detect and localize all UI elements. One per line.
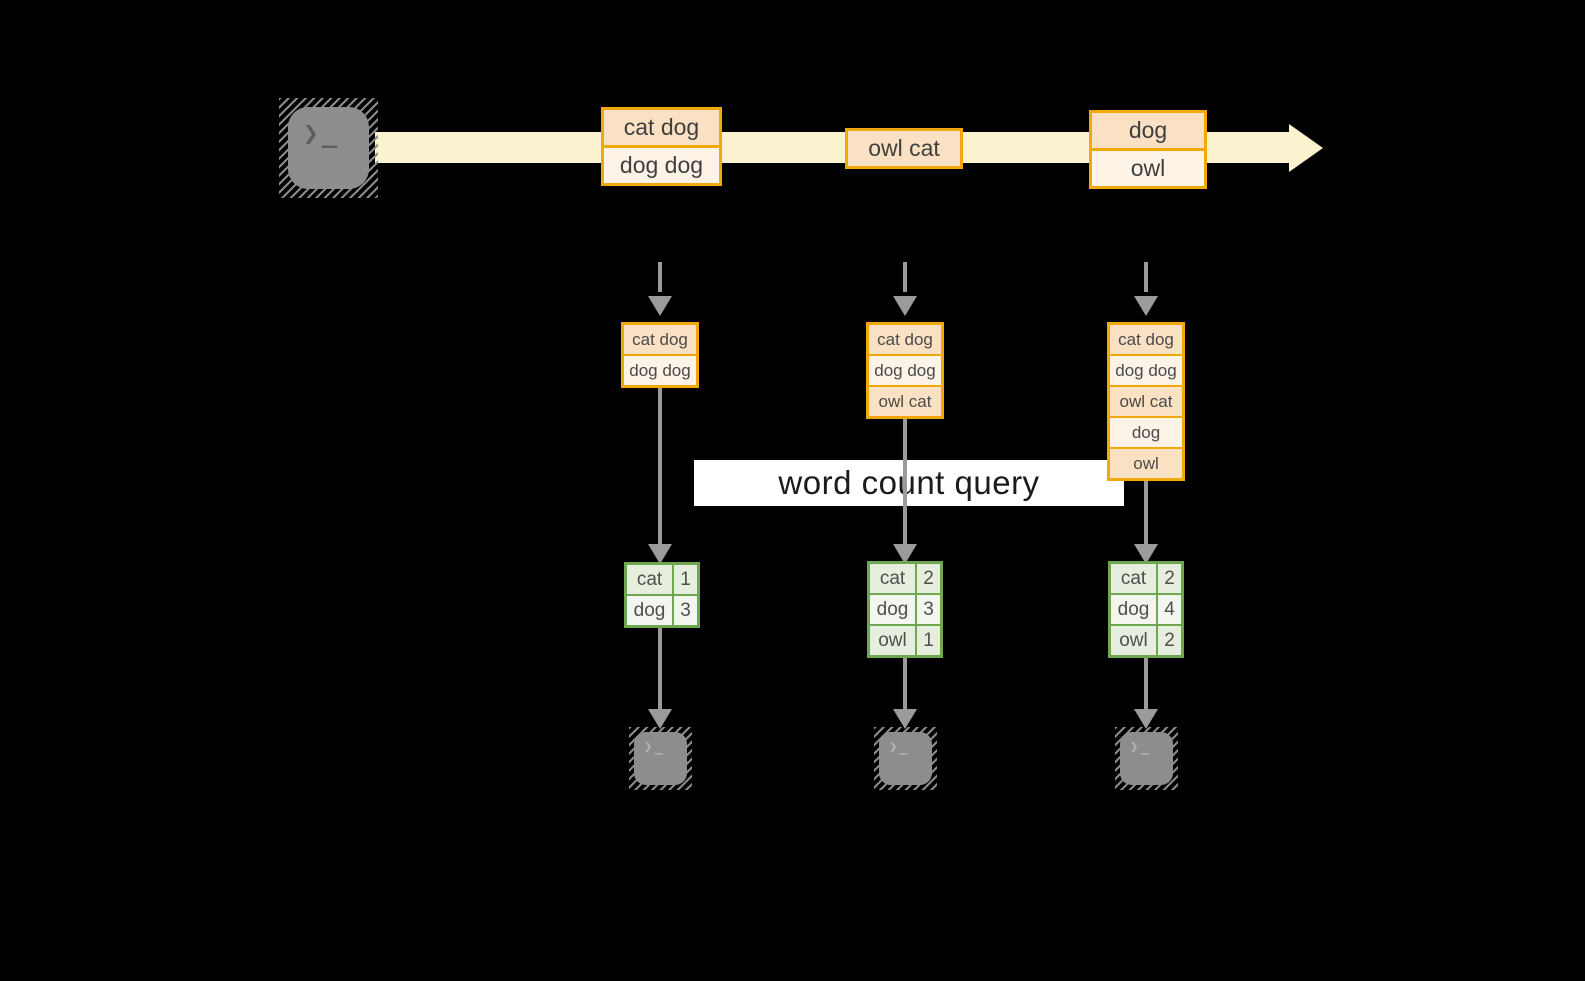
count-table-3: cat 2 dog 4 owl 2	[1108, 561, 1184, 658]
count-word: dog	[627, 596, 672, 625]
state-row: dog dog	[1110, 354, 1182, 385]
arrowhead-icon	[648, 709, 672, 729]
state-row: dog dog	[624, 354, 696, 385]
dashed-arrowhead-icon	[893, 296, 917, 316]
dashed-arrow-icon	[658, 262, 662, 292]
state-row: cat dog	[624, 325, 696, 354]
sink-terminal-icon-2: ❯_	[874, 727, 937, 790]
sink-terminal-icon-1: ❯_	[629, 727, 692, 790]
state-row: cat dog	[1110, 325, 1182, 354]
state-row: owl	[1110, 447, 1182, 478]
count-word: owl	[1111, 626, 1156, 655]
stream-arrowhead-icon	[1289, 124, 1323, 172]
state-stack-2: cat dog dog dog owl cat	[866, 322, 944, 419]
state-stack-3: cat dog dog dog owl cat dog owl	[1107, 322, 1185, 481]
count-word: cat	[870, 564, 915, 593]
terminal-prompt-glyph: ❯_	[889, 739, 910, 755]
count-value: 2	[1158, 564, 1181, 593]
stream-batch-3: dog owl	[1089, 110, 1207, 189]
count-value: 2	[1158, 626, 1181, 655]
dashed-arrowhead-icon	[1134, 296, 1158, 316]
arrowhead-icon	[1134, 709, 1158, 729]
batch-row: owl	[1092, 148, 1204, 186]
terminal-body: ❯_	[634, 732, 687, 785]
stream-batch-1: cat dog dog dog	[601, 107, 722, 186]
sink-terminal-icon-3: ❯_	[1115, 727, 1178, 790]
count-word: owl	[870, 626, 915, 655]
dashed-arrow-icon	[903, 262, 907, 292]
arrowhead-icon	[893, 709, 917, 729]
connector-line	[658, 388, 662, 544]
state-row: cat dog	[869, 325, 941, 354]
count-word: dog	[870, 595, 915, 624]
batch-row: owl cat	[848, 131, 960, 166]
state-row: dog	[1110, 416, 1182, 447]
connector-line	[658, 628, 662, 709]
query-label: word count query	[778, 464, 1040, 501]
query-band: word count query	[694, 460, 1124, 506]
count-value: 2	[917, 564, 940, 593]
count-table-2: cat 2 dog 3 owl 1	[867, 561, 943, 658]
terminal-prompt-glyph: ❯_	[303, 119, 341, 149]
connector-line	[1144, 481, 1148, 544]
arrowhead-icon	[648, 544, 672, 564]
count-table-1: cat 1 dog 3	[624, 562, 700, 628]
state-stack-1: cat dog dog dog	[621, 322, 699, 388]
connector-line	[903, 419, 907, 544]
batch-row: dog dog	[604, 145, 719, 183]
terminal-body: ❯_	[288, 107, 369, 189]
terminal-prompt-glyph: ❯_	[1130, 739, 1151, 755]
dashed-arrowhead-icon	[648, 296, 672, 316]
count-value: 1	[917, 626, 940, 655]
arrowhead-icon	[1134, 544, 1158, 564]
state-row: owl cat	[869, 385, 941, 416]
terminal-body: ❯_	[879, 732, 932, 785]
connector-line	[903, 658, 907, 709]
count-word: cat	[1111, 564, 1156, 593]
count-value: 1	[674, 565, 697, 594]
batch-row: dog	[1092, 113, 1204, 148]
count-word: dog	[1111, 595, 1156, 624]
count-value: 3	[674, 596, 697, 625]
batch-row: cat dog	[604, 110, 719, 145]
terminal-prompt-glyph: ❯_	[644, 739, 665, 755]
connector-line	[1144, 658, 1148, 709]
state-row: dog dog	[869, 354, 941, 385]
count-word: cat	[627, 565, 672, 594]
source-terminal-icon: ❯_	[279, 98, 378, 198]
stream-batch-2: owl cat	[845, 128, 963, 169]
count-value: 4	[1158, 595, 1181, 624]
count-value: 3	[917, 595, 940, 624]
state-row: owl cat	[1110, 385, 1182, 416]
arrowhead-icon	[893, 544, 917, 564]
dashed-arrow-icon	[1144, 262, 1148, 292]
terminal-body: ❯_	[1120, 732, 1173, 785]
